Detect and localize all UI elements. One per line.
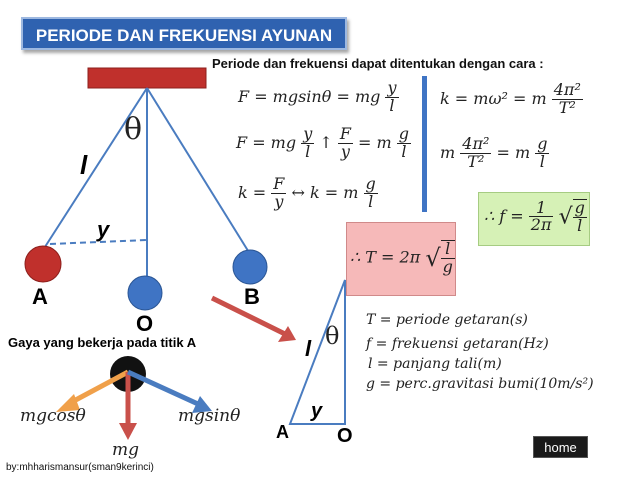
author-credit: by:mhharismansur(sman9kerinci) [6,462,154,473]
point-b-label: B [244,284,260,309]
pendulum-support [87,67,207,89]
theta-label: θ [124,112,143,147]
triangle-a-label: A [276,422,289,442]
triangle-o-label: O [337,425,353,447]
eq2-lhs: F = mg [236,132,297,152]
def-period: T = periode getaran(s) [366,312,528,328]
y-label: y [97,217,110,242]
triangle-y-label: y [311,400,323,422]
triangle-l-label: l [305,336,312,361]
string-left [42,87,148,251]
force-mg: mg [112,440,140,460]
def-gravity: g = perc.gravitasi bumi(10m/s²) [366,376,594,392]
def-length: l = panjang tali(m) [368,356,502,372]
force-mgcos: mgcosθ [20,406,86,426]
intro-text: Periode dan frekuensi dapat ditentukan d… [212,56,544,71]
home-button[interactable]: home [533,436,588,458]
bob-a [24,245,62,283]
point-a-label: A [32,284,48,309]
def-frequency: f = frekuensi getaran(Hz) [366,336,549,352]
l-label: l [80,150,88,180]
right-triangle [288,279,346,425]
bob-o [127,275,163,311]
string-right [146,87,251,255]
forces-caption: Gaya yang bekerja pada titik A [8,335,197,350]
eq1-lhs: F = mgsinθ = mg [238,86,381,106]
pointer-arrow [210,295,287,337]
y-displacement-line [49,239,148,245]
divider-bar [422,76,427,212]
page-title: PERIODE DAN FREKUENSI AYUNAN [21,17,347,50]
bob-b [232,249,268,285]
point-o-label: O [136,311,154,336]
triangle-theta-label: θ [325,322,340,350]
force-mgsin: mgsinθ [178,406,241,426]
